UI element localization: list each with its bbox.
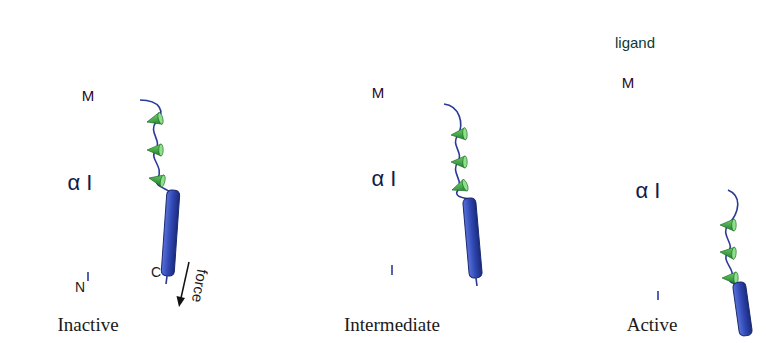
state-caption: Active — [627, 314, 678, 336]
c-terminal-helix — [161, 190, 180, 277]
c-terminal-tail — [166, 276, 167, 284]
metal-ion-site-text: M — [622, 74, 635, 91]
metal-ion-site: M — [614, 68, 642, 96]
c-terminal-tail — [476, 278, 477, 286]
metal-ion-site-text: M — [82, 87, 95, 104]
state-caption: Inactive — [57, 314, 118, 336]
linker-chain — [444, 104, 472, 200]
alpha-i-domain-text: α I — [68, 170, 93, 196]
alpha-i-domain: α I M — [320, 52, 464, 266]
linker-cone — [719, 246, 736, 259]
ligand-circle: ligand — [602, 9, 668, 75]
alpha-i-domain: α I M — [16, 57, 160, 273]
linker-cone — [450, 128, 467, 141]
alpha-i-domain-shape — [320, 52, 464, 266]
linker-cone — [451, 156, 467, 168]
linker-cone — [722, 272, 738, 284]
linker-cone — [450, 179, 469, 196]
binding-pocket-notch — [378, 44, 398, 64]
metal-ion-site-outline — [365, 79, 391, 105]
terminus-label: C — [151, 264, 161, 280]
ligand-circle-outline — [603, 10, 667, 74]
state-caption: Intermediate — [344, 314, 440, 336]
c-terminal-helix — [732, 281, 752, 336]
force-arrow — [181, 262, 189, 298]
ligand-circle-text: ligand — [615, 34, 655, 51]
linker-cone — [145, 112, 164, 128]
metal-ion-site-outline — [75, 82, 101, 108]
terminus-label: N — [75, 279, 85, 295]
alpha-i-domain-outline — [321, 53, 463, 265]
metal-ion-site: M — [364, 78, 392, 106]
alpha-i-domain: α I M — [585, 70, 731, 292]
linker-cone — [720, 219, 736, 231]
alpha-i-domain-text: α I — [636, 178, 661, 204]
force-label: force — [189, 268, 212, 304]
metal-ion-site: M — [74, 81, 102, 109]
alpha-i-domain-outline — [586, 71, 730, 291]
alpha-i-domain-outline — [17, 58, 159, 272]
metal-ion-site-outline — [615, 69, 641, 95]
linker-cone — [148, 172, 166, 187]
n-terminal-tail — [87, 272, 89, 281]
force-arrowhead — [177, 296, 186, 307]
linker-chain — [140, 100, 170, 192]
metal-ion-site-text: M — [372, 84, 385, 101]
n-terminal-tail — [657, 291, 659, 300]
linker-cone — [147, 144, 163, 156]
n-terminal-tail — [391, 265, 393, 275]
linker-chain — [726, 190, 742, 286]
alpha-i-domain-text: α I — [372, 166, 397, 192]
c-terminal-helix — [463, 198, 483, 279]
